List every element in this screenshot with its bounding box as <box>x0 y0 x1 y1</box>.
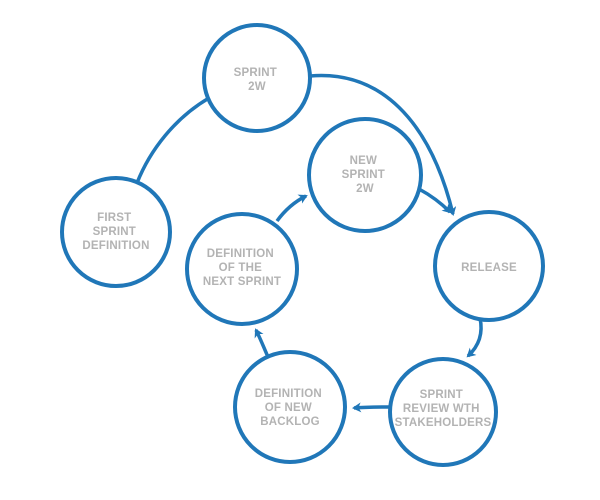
node-first-sprint-definition: FIRST SPRINT DEFINITION <box>60 176 172 288</box>
node-label: FIRST SPRINT DEFINITION <box>82 212 149 252</box>
node-label: SPRINT REVIEW WTH STAKEHOLDERS <box>395 389 492 429</box>
node-sprint-review: SPRINT REVIEW WTH STAKEHOLDERS <box>388 357 498 467</box>
node-release: RELEASE <box>433 210 545 322</box>
arrow-new-sprint-to-release <box>418 187 452 214</box>
node-definition-new-backlog: DEFINITION OF NEW BACKLOG <box>233 350 347 464</box>
node-label: RELEASE <box>461 262 517 274</box>
node-sprint-2w: SPRINT 2W <box>202 23 312 133</box>
arrow-release-to-review <box>466 317 483 358</box>
node-label: NEW SPRINT 2W <box>342 155 389 195</box>
arrow-next-sprint-to-new-sprint <box>275 194 308 223</box>
arrow-sprint-to-release <box>309 73 457 216</box>
arrow-backlog-to-next-sprint <box>254 328 270 358</box>
node-label: DEFINITION OF THE NEXT SPRINT <box>203 248 281 288</box>
node-definition-next-sprint: DEFINITION OF THE NEXT SPRINT <box>185 212 299 326</box>
node-label: DEFINITION OF NEW BACKLOG <box>255 388 326 428</box>
node-new-sprint-2w: NEW SPRINT 2W <box>307 117 423 233</box>
arrow-review-to-backlog <box>352 402 392 413</box>
node-label: SPRINT 2W <box>234 67 281 93</box>
arc-first-to-sprint <box>135 96 210 184</box>
